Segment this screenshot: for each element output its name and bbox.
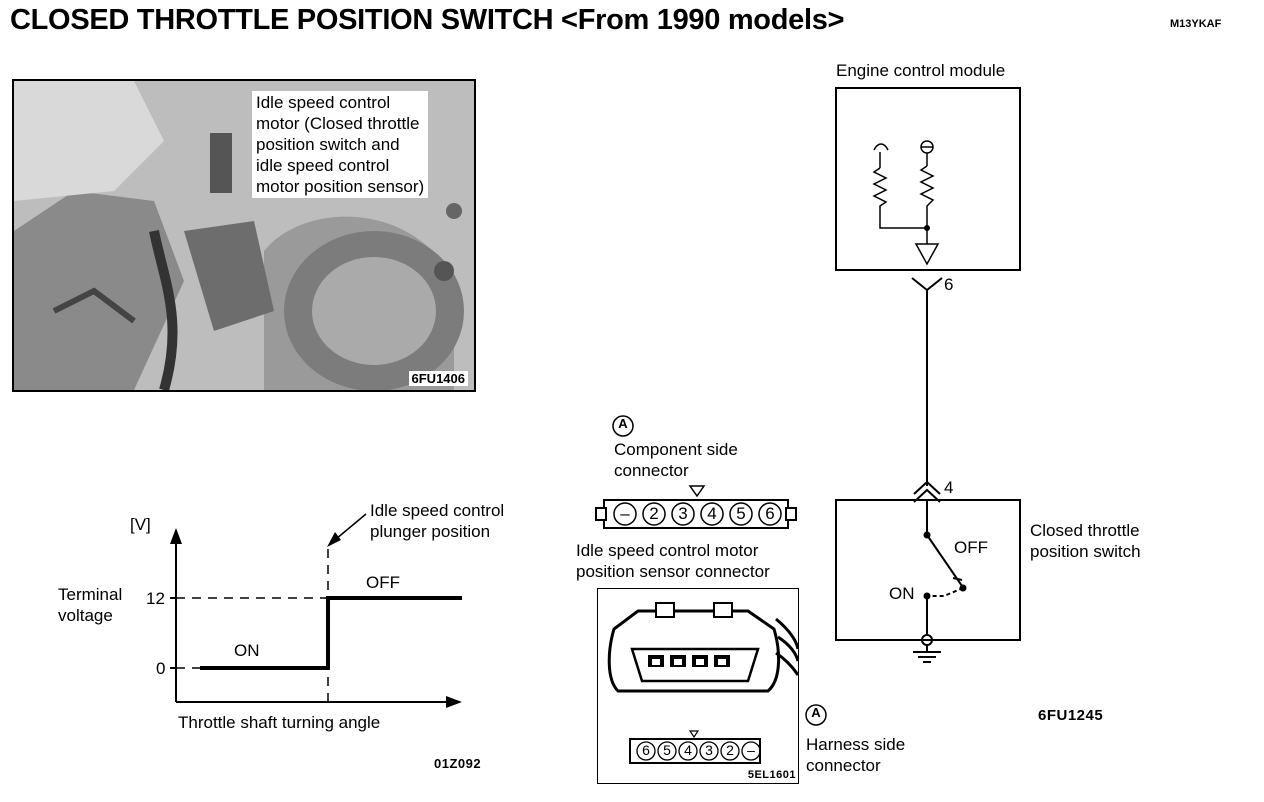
sensor-label-line-2: position sensor connector xyxy=(576,562,770,581)
switch-on-label: ON xyxy=(889,584,915,603)
switch-label-line-2: position switch xyxy=(1030,542,1141,561)
harness-pin: 4 xyxy=(684,742,692,758)
component-label-line-1: Component side xyxy=(614,440,738,459)
terminal-4-symbol xyxy=(913,480,941,495)
switch-blade xyxy=(926,534,963,587)
y-axis-label-line-2: voltage xyxy=(58,606,113,625)
ecm-input-buffer xyxy=(914,243,940,266)
y-unit: [V] xyxy=(130,515,151,534)
terminal-4-label: 4 xyxy=(944,478,954,497)
graph-off-label: OFF xyxy=(366,573,400,592)
document-code: M13YKAF xyxy=(1170,18,1222,30)
ecm-label: Engine control module xyxy=(836,61,1006,80)
y-axis-label-line-1: Terminal xyxy=(58,585,123,604)
photo-callout-line-1: Idle speed control xyxy=(256,93,391,112)
component-pin: 6 xyxy=(765,504,775,523)
photo-callout: Idle speed control motor (Closed throttl… xyxy=(252,91,429,198)
y-tick-12: 12 xyxy=(146,589,165,608)
harness-label-line-2: connector xyxy=(806,756,881,775)
y-axis-arrow xyxy=(170,528,182,544)
harness-plug-photo: 6 5 4 3 2 – 5EL1601 xyxy=(597,588,799,784)
y-axis-label: Terminal voltage xyxy=(58,584,122,626)
graph-code: 01Z092 xyxy=(434,756,482,771)
component-marker-circle xyxy=(612,415,634,437)
switch-label-line-1: Closed throttle xyxy=(1030,521,1140,540)
y-tick-0: 0 xyxy=(156,659,166,678)
x-axis-label: Throttle shaft turning angle xyxy=(178,713,381,732)
component-label-line-2: connector xyxy=(614,461,689,480)
switch-off-label: OFF xyxy=(954,538,988,557)
circuit-code: 6FU1245 xyxy=(1038,707,1104,724)
photo-callout-line-3: position switch and xyxy=(256,135,400,154)
harness-marker: A xyxy=(811,705,821,720)
x-axis-arrow xyxy=(446,696,462,708)
switch-label: Closed throttle position switch xyxy=(1030,520,1141,562)
photo-callout-line-5: motor position sensor) xyxy=(256,177,425,196)
engine-photo: Idle speed control motor (Closed throttl… xyxy=(12,79,476,392)
terminal-6-symbol xyxy=(911,277,943,292)
ecm-supply-resistor xyxy=(919,165,935,244)
component-pin: 4 xyxy=(707,504,717,523)
ecm-box xyxy=(835,87,1021,271)
photo-code: 6FU1406 xyxy=(408,371,468,386)
graph-on-label: ON xyxy=(234,641,260,660)
harness-marker-circle xyxy=(805,704,827,726)
photo-callout-line-4: idle speed control xyxy=(256,156,390,175)
ecm-pullup-resistor xyxy=(872,167,928,229)
component-connector-label: Component side connector xyxy=(614,439,738,481)
plunger-label-line-2: plunger position xyxy=(370,522,491,541)
sensor-connector-code: 5EL1601 xyxy=(747,769,796,781)
harness-plug-illustration xyxy=(607,602,798,764)
component-pin: 2 xyxy=(649,504,659,523)
harness-pin: 6 xyxy=(642,742,650,758)
plunger-label-line-1: Idle speed control xyxy=(370,501,505,520)
component-marker: A xyxy=(618,416,628,431)
plunger-position-label: Idle speed control plunger position xyxy=(370,500,504,542)
photo-callout-line-2: motor (Closed throttle xyxy=(256,114,420,133)
sensor-connector-label: Idle speed control motor position sensor… xyxy=(576,540,770,582)
sensor-label-line-1: Idle speed control motor xyxy=(576,541,759,560)
harness-connector-label: Harness side connector xyxy=(806,734,905,776)
harness-pin: 2 xyxy=(726,742,734,758)
harness-pin: – xyxy=(747,742,755,758)
component-pin: – xyxy=(620,504,630,523)
harness-label-line-1: Harness side xyxy=(806,735,906,754)
page-title: CLOSED THROTTLE POSITION SWITCH <From 19… xyxy=(10,4,845,36)
component-pin: 5 xyxy=(736,504,746,523)
terminal-6-label: 6 xyxy=(944,275,954,294)
voltage-trace xyxy=(200,596,462,670)
component-pin: 3 xyxy=(678,504,688,523)
harness-pin: 3 xyxy=(705,742,713,758)
harness-pin: 5 xyxy=(663,742,671,758)
